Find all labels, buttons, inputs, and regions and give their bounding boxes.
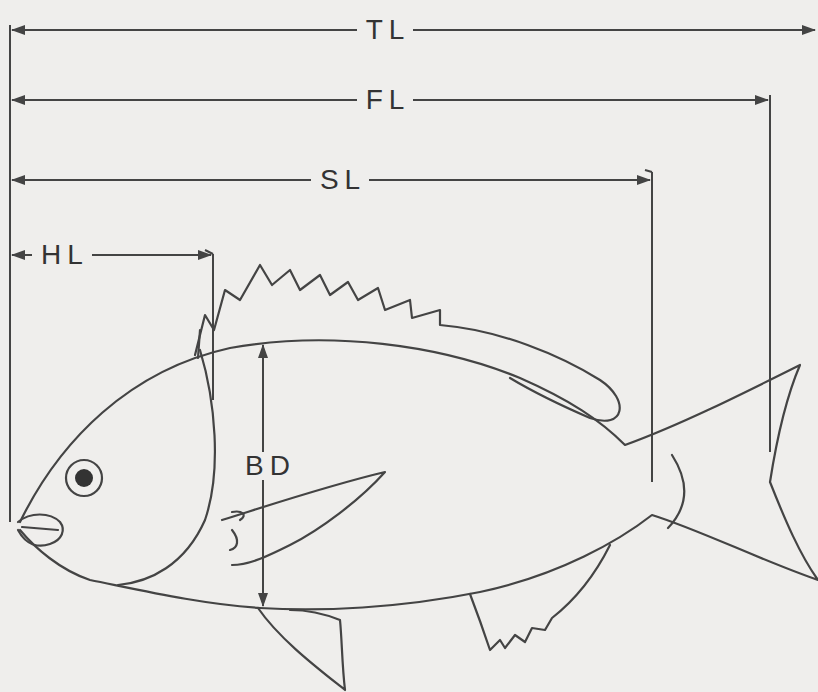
dorsal-fin [198, 330, 200, 358]
fish-mouth [18, 515, 63, 546]
dimension-arrow [12, 29, 815, 31]
anal-fin [470, 545, 610, 650]
measurement-label: TL [357, 16, 414, 44]
measurement-label: FL [357, 86, 414, 114]
measurement-label: HL [32, 241, 92, 269]
fish-eye [66, 460, 102, 496]
extension-line [205, 250, 213, 254]
pectoral-fin [222, 472, 385, 565]
extension-line [9, 25, 11, 522]
measurement-label: SL [311, 166, 369, 194]
gill-cover [118, 350, 215, 585]
caudal-base [668, 455, 684, 528]
dorsal-fin [195, 265, 620, 421]
extension-line [769, 95, 771, 452]
fish-body [20, 340, 818, 609]
measurement-label: BD [236, 452, 299, 480]
fish-mouth [22, 527, 58, 530]
extension-line [645, 170, 652, 172]
pelvic-fin [258, 608, 345, 690]
fish-pupil [75, 469, 93, 487]
